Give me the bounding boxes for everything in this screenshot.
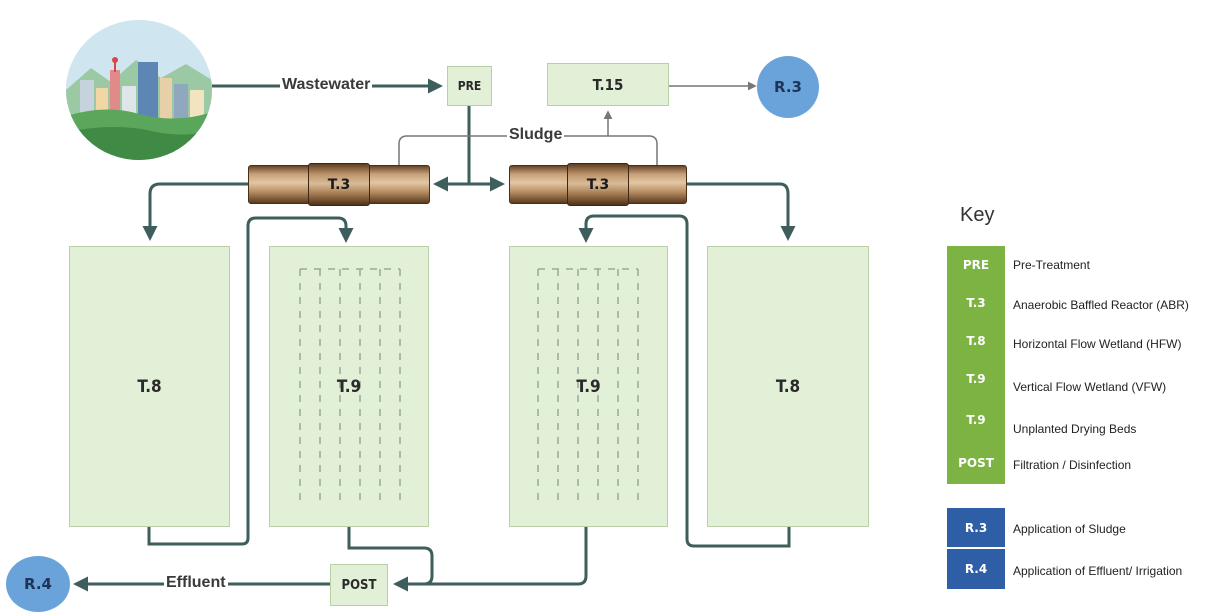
key-tag-t9-beds: T.9 xyxy=(947,398,1005,442)
right-hfw-box[interactable]: T.8 xyxy=(707,246,869,527)
key-label-pre: Pre-Treatment xyxy=(1013,258,1090,272)
r4-label: R.4 xyxy=(24,575,52,593)
r3-circle[interactable]: R.3 xyxy=(757,56,819,118)
key-title: Key xyxy=(960,204,995,226)
key-tag-t3: T.3 xyxy=(947,284,1005,322)
left-t3-label: T.3 xyxy=(327,176,351,193)
r4-circle[interactable]: R.4 xyxy=(6,556,70,612)
left-hfw-box[interactable]: T.8 xyxy=(69,246,230,527)
key-label-r3: Application of Sludge xyxy=(1013,522,1126,536)
key-label-r4: Application of Effluent/ Irrigation xyxy=(1013,564,1183,578)
key-tag-t8: T.8 xyxy=(947,322,1005,360)
right-vfw-dashes xyxy=(537,268,639,507)
key-tag-post: POST xyxy=(947,442,1005,484)
post-label: POST xyxy=(341,577,377,593)
left-vfw-box[interactable]: T.9 xyxy=(269,246,429,527)
left-abr-core: T.3 xyxy=(308,163,370,206)
city-illustration xyxy=(66,20,212,160)
right-t8-return xyxy=(578,214,791,548)
key-label-t9-beds: Unplanted Drying Beds xyxy=(1013,422,1137,436)
key-tag-t9-vfw: T.9 xyxy=(947,360,1005,398)
left-t9-label: T.9 xyxy=(336,376,362,397)
key-label-t9-vfw: Vertical Flow Wetland (VFW) xyxy=(1013,380,1167,394)
right-t9-to-post xyxy=(396,527,588,586)
pre-treatment-box[interactable]: PRE xyxy=(447,66,492,106)
pre-label: PRE xyxy=(457,79,482,93)
wastewater-label: Wastewater xyxy=(280,76,373,94)
right-t9-label: T.9 xyxy=(576,376,601,397)
t15-box[interactable]: T.15 xyxy=(547,63,669,106)
right-t3-to-t8 xyxy=(687,182,796,241)
r3-label: R.3 xyxy=(774,78,802,96)
city-icon xyxy=(66,20,212,160)
right-t3-label: T.3 xyxy=(586,176,610,193)
key-label-t3: Anaerobic Baffled Reactor (ABR) xyxy=(1013,298,1189,312)
left-t3-to-t8 xyxy=(142,182,248,241)
key-legend: PRE Pre-Treatment T.3 Anaerobic Baffled … xyxy=(947,246,1209,589)
right-abr-core: T.3 xyxy=(567,163,629,206)
right-t8-label: T.8 xyxy=(775,376,801,397)
key-tag-r3: R.3 xyxy=(947,508,1005,547)
post-treatment-box[interactable]: POST xyxy=(330,564,388,606)
key-tag-r4: R.4 xyxy=(947,549,1005,589)
key-tag-pre: PRE xyxy=(947,246,1005,284)
left-t8-label: T.8 xyxy=(137,376,162,397)
key-label-t8: Horizontal Flow Wetland (HFW) xyxy=(1013,337,1182,351)
effluent-label: Effluent xyxy=(164,574,228,592)
key-label-post: Filtration / Disinfection xyxy=(1013,458,1132,472)
right-vfw-box[interactable]: T.9 xyxy=(509,246,668,527)
left-vfw-dashes xyxy=(299,268,401,507)
left-t8-return xyxy=(147,216,354,546)
sludge-label: Sludge xyxy=(507,126,565,144)
t15-label: T.15 xyxy=(592,75,624,94)
